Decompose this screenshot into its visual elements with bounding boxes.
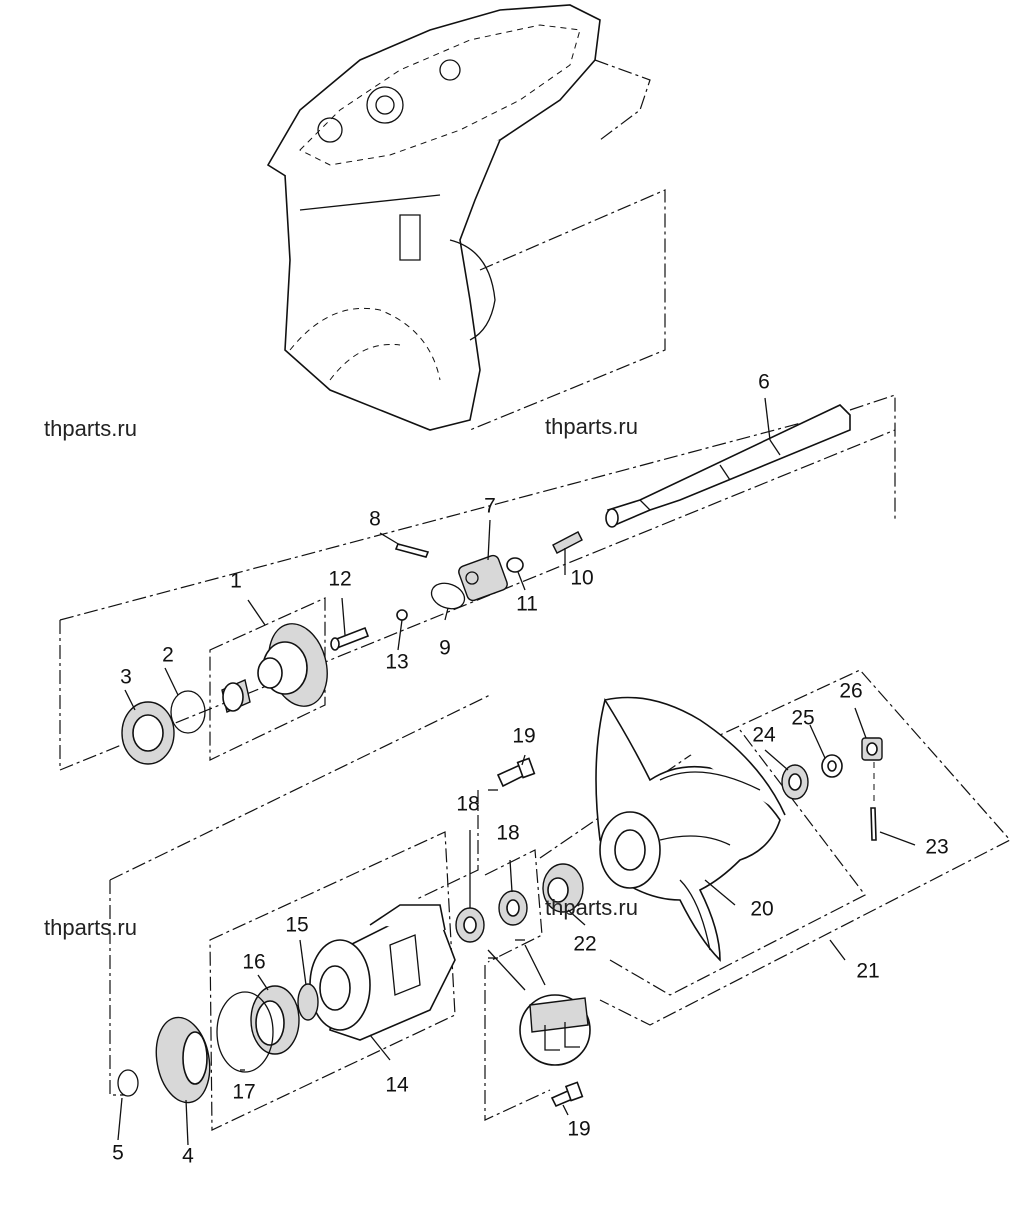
part-label-14: 14	[385, 1074, 409, 1097]
bolt-upper	[496, 757, 536, 788]
o-ring	[216, 991, 274, 1073]
part-label-2: 2	[162, 644, 174, 667]
part-label-10: 10	[570, 567, 593, 590]
spacer	[542, 863, 584, 913]
shim	[170, 690, 206, 734]
part-label-4: 4	[182, 1145, 194, 1168]
housing-needle-bearing	[297, 983, 319, 1021]
oil-seal-b	[498, 890, 528, 926]
part-label-11: 11	[516, 593, 538, 616]
part-label-17: 17	[232, 1081, 255, 1104]
part-label-3: 3	[120, 666, 132, 689]
oil-seal-a	[455, 907, 485, 943]
washer	[781, 764, 809, 800]
propeller-shaft-housing	[309, 904, 456, 1041]
part-label-26: 26	[839, 680, 862, 703]
part-label-8: 8	[369, 508, 381, 531]
reverse-gear	[155, 1016, 211, 1104]
part-label-20: 20	[750, 898, 773, 921]
reverse-shim	[117, 1069, 139, 1097]
cotter-pin	[870, 807, 877, 841]
part-label-21: 21	[856, 960, 879, 983]
watermark: thparts.ru	[545, 414, 638, 439]
dog-clutch	[458, 554, 508, 602]
part-label-7: 7	[484, 495, 496, 518]
seal-detail-callout	[487, 939, 591, 1066]
part-label-22: 22	[573, 933, 596, 956]
part-label-19: 19	[567, 1118, 590, 1141]
watermark: thparts.ru	[545, 895, 638, 920]
ball	[396, 609, 408, 621]
ball-bearing	[250, 985, 300, 1055]
bolt-lower	[550, 1081, 584, 1108]
needle-bearing	[221, 679, 251, 713]
propeller-group	[539, 669, 1011, 1026]
part-labels: 1 2 3 4 5 6 7 8 9 10 11 12 13 14 15 16 1…	[112, 371, 949, 1168]
propeller-shaft	[605, 404, 851, 528]
part-label-18: 18	[496, 822, 519, 845]
watermark: thparts.ru	[44, 915, 137, 940]
taper-roller-bearing	[121, 701, 175, 765]
part-label-23: 23	[925, 836, 948, 859]
part-label-13: 13	[385, 651, 408, 674]
part-label-12: 12	[328, 568, 351, 591]
part-label-18: 18	[456, 793, 479, 816]
watermark: thparts.ru	[44, 416, 137, 441]
spring	[552, 531, 583, 554]
lower-case-housing	[266, 4, 666, 431]
part-label-5: 5	[112, 1142, 124, 1165]
shift-plunger	[330, 626, 370, 651]
part-label-16: 16	[242, 951, 265, 974]
cross-pin	[394, 543, 430, 558]
propeller-shaft-group	[59, 394, 896, 771]
leader-lines	[117, 397, 916, 1146]
castle-nut	[861, 737, 883, 761]
part-label-9: 9	[439, 637, 451, 660]
part-label-24: 24	[752, 724, 776, 747]
plain-washer	[821, 754, 843, 778]
part-label-25: 25	[791, 707, 814, 730]
plunger	[506, 557, 524, 573]
forward-gear	[257, 623, 328, 707]
clip	[430, 582, 466, 610]
part-label-6: 6	[758, 371, 770, 394]
propeller	[595, 696, 786, 962]
part-label-1: 1	[230, 570, 242, 593]
part-label-19: 19	[512, 725, 535, 748]
part-label-15: 15	[285, 914, 308, 937]
reverse-gear-group	[109, 694, 591, 1131]
